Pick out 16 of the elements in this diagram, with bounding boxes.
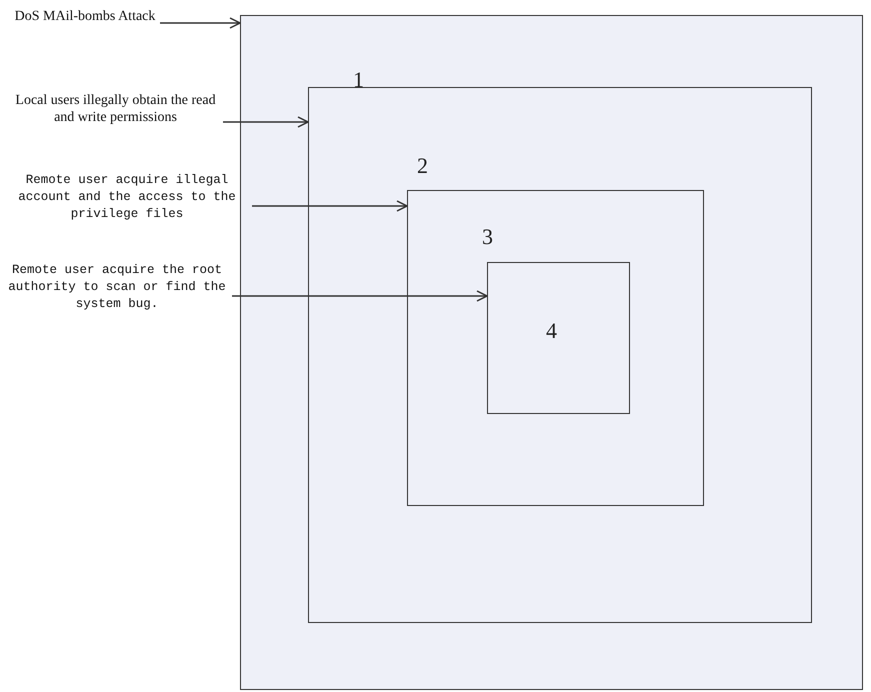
attack-label: Remote user acquire the root authority to scan or find the system bug. [2, 262, 232, 313]
region-number: 4 [546, 319, 557, 343]
attack-label: Local users illegally obtain the read and write permissions [8, 92, 223, 126]
arrow [223, 116, 309, 128]
arrow [252, 200, 408, 212]
nested-box [487, 262, 630, 414]
nested-box [407, 190, 704, 506]
arrow [232, 290, 488, 302]
region-number: 3 [482, 225, 493, 249]
nested-box [308, 87, 812, 623]
region-number: 2 [417, 154, 428, 178]
arrow [160, 17, 241, 29]
nested-box [240, 15, 863, 690]
attack-label: Remote user acquire illegal account and the access to the privilege files [2, 172, 252, 223]
attack-label: DoS MAil-bombs Attack [10, 8, 160, 25]
region-number: 1 [353, 68, 364, 92]
